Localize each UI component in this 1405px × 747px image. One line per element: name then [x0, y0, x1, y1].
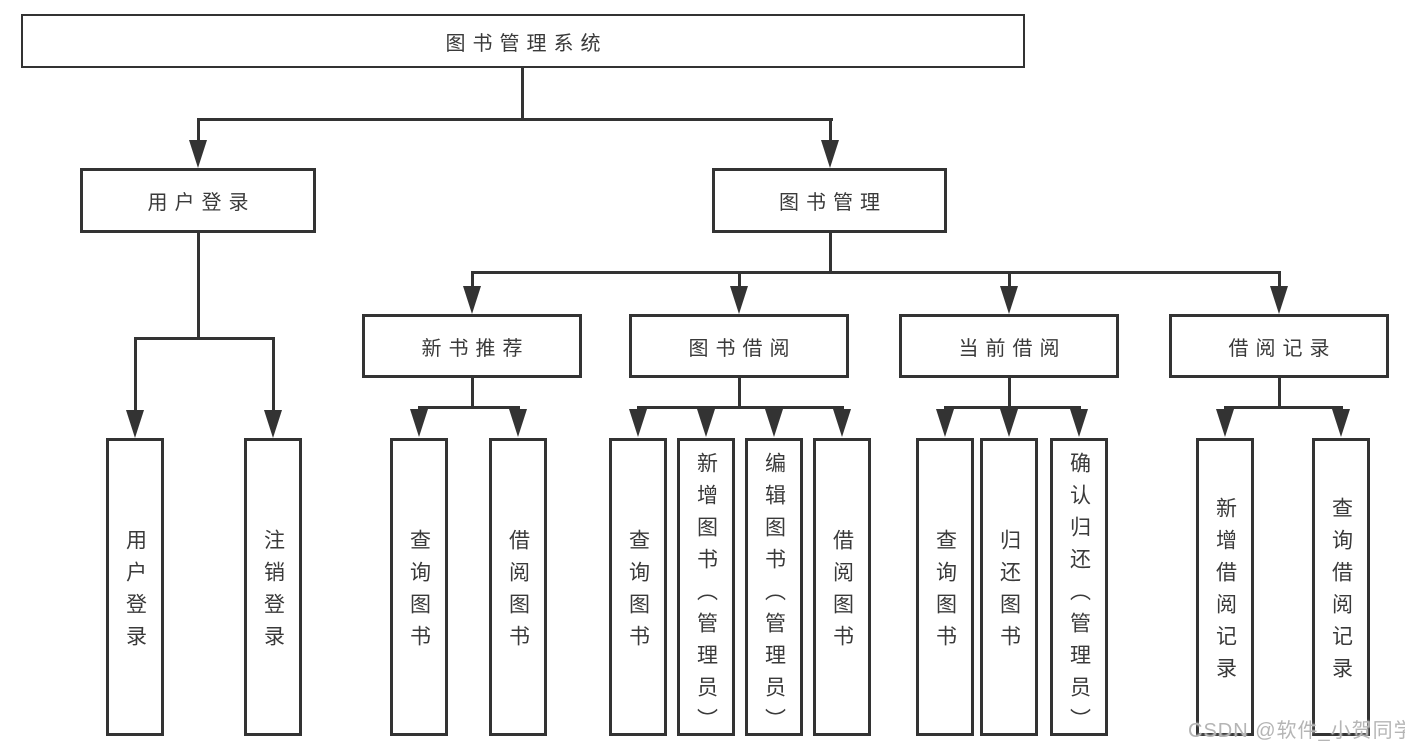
leaf-cb-query-books-label: 查询图书 [933, 528, 957, 657]
arrowhead-leaf-cb2 [1000, 409, 1018, 437]
connector-user-login-trunk [196, 230, 200, 340]
leaf-bb-edit-books-admin: 编辑图书（管理员） [745, 438, 803, 740]
arrowhead-leaf-cb3 [1070, 409, 1088, 437]
leaf-bb-query-books: 查询图书 [609, 438, 667, 736]
leaf-user-login: 用户登录 [106, 438, 164, 736]
leaf-logout: 注销登录 [244, 438, 302, 736]
connector-new-book-trunk [470, 376, 474, 409]
connector-l2d-stub [1277, 271, 1281, 289]
connector-record-rail [1223, 406, 1343, 409]
node-book-borrow: 图书借阅 [629, 314, 849, 378]
connector-book-mgmt-stub [828, 118, 832, 144]
node-root: 图书管理系统 [21, 14, 1025, 68]
arrowhead-leaf-bb3 [765, 409, 783, 437]
node-borrow-record-label: 借阅记录 [1228, 337, 1337, 360]
arrowhead-leaf-cb1 [936, 409, 954, 437]
leaf-bb-edit-books-admin-label: 编辑图书（管理员） [762, 452, 786, 740]
arrowhead-current-borrow [1000, 286, 1018, 314]
connector-book-borrow-trunk [737, 376, 741, 409]
node-current-borrow-label: 当前借阅 [958, 337, 1067, 360]
leaf-nb-borrow-books: 借阅图书 [489, 438, 547, 736]
arrowhead-leaf-bb2 [697, 409, 715, 437]
connector-level2-rail [470, 271, 1281, 274]
connector-root-trunk [520, 66, 524, 121]
csdn-watermark: CSDN @软件_小贺同学 [1188, 720, 1405, 742]
leaf-bb-borrow-books: 借阅图书 [813, 438, 871, 736]
leaf-br-query-record: 查询借阅记录 [1312, 438, 1370, 736]
connector-user-login-rail [133, 337, 275, 340]
arrowhead-leaf-nb1 [410, 409, 428, 437]
arrowhead-leaf-nb2 [509, 409, 527, 437]
connector-l2c-stub [1007, 271, 1011, 289]
node-book-management-label: 图书管理 [779, 192, 887, 214]
node-user-login: 用户登录 [80, 168, 316, 233]
leaf-bb-borrow-books-label: 借阅图书 [830, 528, 854, 657]
leaf-cb-confirm-return-admin: 确认归还（管理员） [1050, 438, 1108, 740]
leaf-nb-query-books-label: 查询图书 [407, 528, 431, 657]
leaf-br-add-record-label: 新增借阅记录 [1213, 496, 1237, 689]
connector-user-login-stub [196, 118, 200, 144]
arrowhead-leaf-br1 [1216, 409, 1234, 437]
leaf-user-login-label: 用户登录 [123, 528, 147, 657]
leaf-br-query-record-label: 查询借阅记录 [1329, 496, 1353, 689]
arrowhead-login-leaf1 [126, 410, 144, 438]
arrowhead-login-leaf2 [264, 410, 282, 438]
node-book-borrow-label: 图书借阅 [688, 337, 797, 360]
connector-l2a-stub [470, 271, 474, 289]
connector-cur-borrow-rail [943, 406, 1081, 409]
leaf-bb-query-books-label: 查询图书 [626, 528, 650, 657]
leaf-nb-borrow-books-label: 借阅图书 [506, 528, 530, 657]
leaf-cb-confirm-return-admin-label: 确认归还（管理员） [1067, 452, 1091, 740]
leaf-logout-label: 注销登录 [261, 528, 285, 657]
connector-level1-rail [196, 118, 833, 121]
arrowhead-leaf-bb1 [629, 409, 647, 437]
node-new-book-recommend: 新书推荐 [362, 314, 582, 378]
arrowhead-new-book [463, 286, 481, 314]
node-book-management: 图书管理 [712, 168, 947, 233]
leaf-bb-add-books-admin: 新增图书（管理员） [677, 438, 735, 740]
leaf-cb-return-books-label: 归还图书 [997, 528, 1021, 657]
connector-login-leaf2-stub [271, 337, 275, 413]
connector-record-trunk [1277, 376, 1281, 409]
leaf-cb-query-books: 查询图书 [916, 438, 974, 736]
connector-l2b-stub [737, 271, 741, 289]
arrowhead-book-borrow [730, 286, 748, 314]
arrowhead-book-mgmt [821, 140, 839, 168]
arrowhead-borrow-record [1270, 286, 1288, 314]
leaf-nb-query-books: 查询图书 [390, 438, 448, 736]
node-root-label: 图书管理系统 [445, 32, 608, 55]
connector-login-leaf1-stub [133, 337, 137, 413]
node-current-borrow: 当前借阅 [899, 314, 1119, 378]
leaf-bb-add-books-admin-label: 新增图书（管理员） [694, 452, 718, 740]
node-borrow-record: 借阅记录 [1169, 314, 1389, 378]
arrowhead-leaf-br2 [1332, 409, 1350, 437]
node-user-login-label: 用户登录 [147, 192, 256, 214]
connector-book-borrow-rail [636, 406, 844, 409]
node-new-book-recommend-label: 新书推荐 [421, 337, 530, 360]
connector-cur-borrow-trunk [1007, 376, 1011, 409]
leaf-br-add-record: 新增借阅记录 [1196, 438, 1254, 736]
leaf-cb-return-books: 归还图书 [980, 438, 1038, 736]
connector-new-book-rail [417, 406, 520, 409]
connector-book-mgmt-trunk [828, 230, 832, 274]
arrowhead-leaf-bb4 [833, 409, 851, 437]
arrowhead-user-login [189, 140, 207, 168]
